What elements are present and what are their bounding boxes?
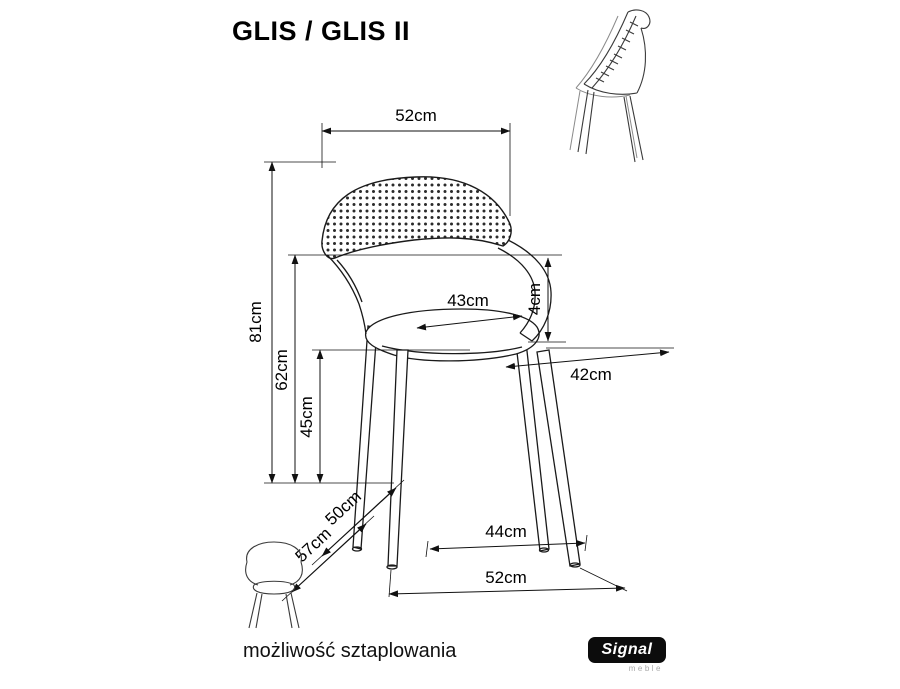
- signal-logo-text: Signal: [601, 641, 653, 658]
- sketch-back-outer: [583, 11, 629, 85]
- dimension-lines: [264, 123, 674, 602]
- dim-label-depth-total: 57cm: [292, 524, 335, 566]
- sketch-rear-back-line: [575, 15, 619, 89]
- dim-depth-total: [281, 515, 375, 602]
- dim-label-seat-height: 45cm: [297, 396, 316, 438]
- sketch-back-inner: [591, 15, 637, 89]
- dim-inner-base-width: [425, 534, 588, 558]
- sketch-top-curl: [627, 9, 651, 29]
- dim-label-total-height: 81cm: [246, 301, 265, 343]
- small-chair-seat: [252, 580, 296, 595]
- small-chair-sketch: [245, 541, 303, 629]
- sketch-seat: [583, 83, 638, 95]
- chair-front-left-leg: [387, 349, 409, 567]
- dim-label-top-width: 52cm: [395, 106, 437, 125]
- chair-drawing: [321, 176, 581, 570]
- stackable-note: możliwość sztaplowania: [243, 640, 457, 662]
- dim-top-width: [321, 123, 511, 216]
- dim-label-backrest-height: 62cm: [272, 349, 291, 391]
- dim-armrest-offset: [528, 257, 566, 343]
- small-chair-left-arm: [245, 561, 259, 586]
- dim-seat-depth: [416, 313, 523, 331]
- dim-base-width: [388, 567, 628, 598]
- signal-logo-subtext: meble: [628, 664, 663, 673]
- sketch-arm: [636, 27, 647, 94]
- dim-label-inner-base-width: 44cm: [485, 522, 527, 541]
- sketch-back-leg: [577, 89, 595, 155]
- dim-label-seat-depth: 43cm: [447, 291, 489, 310]
- sketch-hatching: [595, 21, 639, 83]
- dim-total-height: [264, 161, 394, 484]
- dim-label-armrest-offset: 4cm: [525, 283, 544, 315]
- sketch-front-leg: [623, 95, 644, 163]
- sketch-rear-legs: [569, 90, 638, 159]
- stacked-chairs-sketch: [569, 9, 651, 163]
- dim-seat-height: [312, 349, 470, 484]
- chair-backrest-mesh: [321, 176, 512, 260]
- sketch-rear-seat-line: [575, 87, 631, 98]
- dim-backrest-height: [288, 254, 562, 484]
- dim-label-seat-width: 42cm: [570, 365, 612, 384]
- small-chair-backrest: [246, 541, 302, 563]
- signal-logo-badge: Signal: [588, 637, 666, 663]
- page-title: GLIS / GLIS II: [232, 16, 411, 46]
- signal-logo: Signal meble: [588, 637, 666, 673]
- dim-seat-width: [505, 347, 674, 370]
- dim-label-base-width: 52cm: [485, 568, 527, 587]
- small-chair-right-arm: [289, 561, 303, 586]
- small-chair-left-legs: [248, 592, 263, 629]
- small-chair-right-legs: [285, 592, 300, 629]
